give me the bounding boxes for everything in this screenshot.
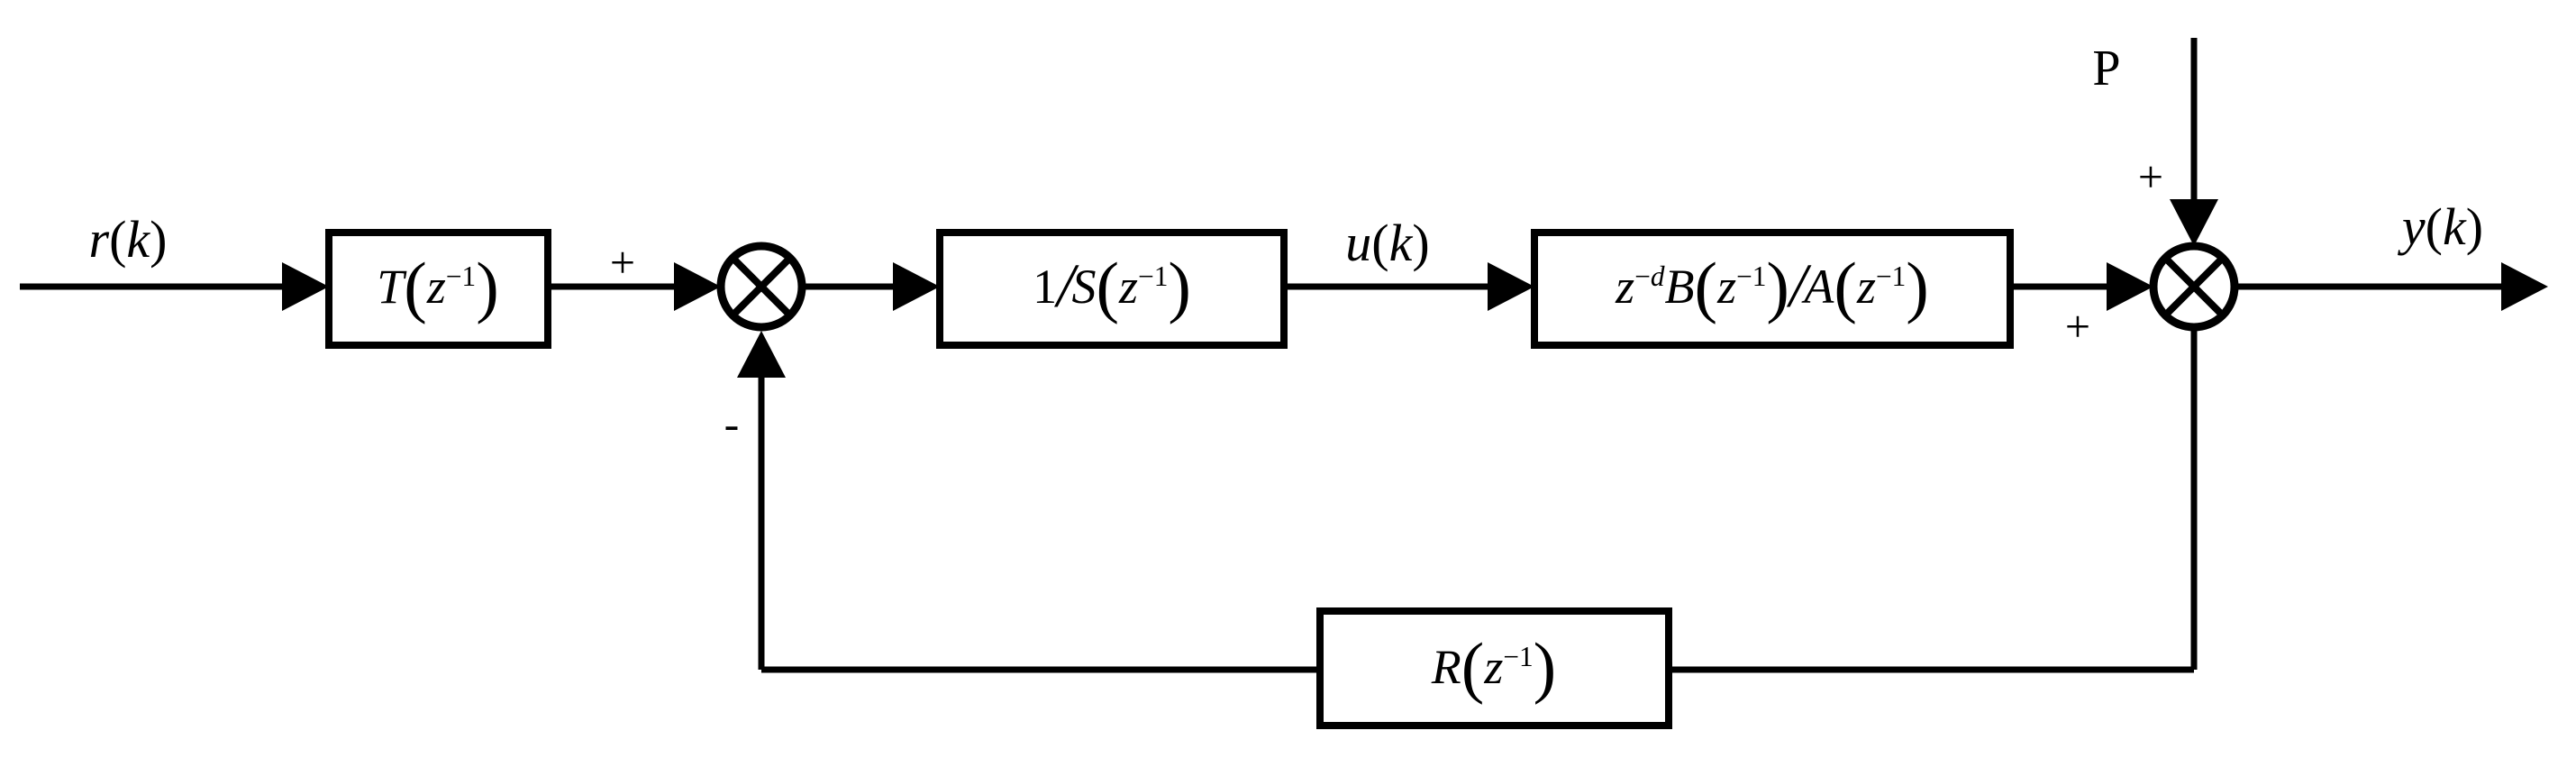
- junction2-plus-sign-forward: +: [2064, 301, 2091, 352]
- junction1-plus-sign: +: [609, 237, 636, 288]
- arrowhead-disturbance-down-icon: [2170, 199, 2218, 246]
- arrowhead-into-junction2-icon: [2107, 262, 2153, 311]
- s-inverse-block-label: 1/S(z−1): [1033, 248, 1191, 325]
- arrowhead-into-junction1-icon: [674, 262, 721, 311]
- junction2-cross-icon: [2162, 255, 2226, 318]
- junction2-plus-sign-disturbance: +: [2137, 151, 2164, 202]
- t-filter-block-box: [325, 229, 551, 349]
- output-signal-label: y(k): [2401, 197, 2484, 256]
- arrowhead-into-s-icon: [893, 262, 940, 311]
- arrowhead-into-plant-icon: [1488, 262, 1534, 311]
- r-feedback-block-box: [1316, 607, 1672, 729]
- arrowhead-feedback-up-icon: [737, 331, 786, 378]
- r-feedback-block-label: R(z−1): [1431, 628, 1557, 706]
- arrowhead-output-icon: [2501, 262, 2548, 311]
- t-filter-block-label: T(z−1): [377, 248, 499, 325]
- plant-block-label: z−dB(z−1)/A(z−1): [1616, 248, 1929, 325]
- junction1-cross-icon: [730, 255, 793, 318]
- junction1-minus-sign: -: [724, 398, 740, 449]
- s-inverse-block-box: [936, 229, 1288, 349]
- control-signal-label: u(k): [1345, 214, 1430, 272]
- plant-block-box: [1531, 229, 2014, 349]
- reference-signal-label: r(k): [88, 210, 168, 269]
- arrowhead-into-t-icon: [282, 262, 329, 311]
- disturbance-signal-label: P: [2092, 41, 2121, 96]
